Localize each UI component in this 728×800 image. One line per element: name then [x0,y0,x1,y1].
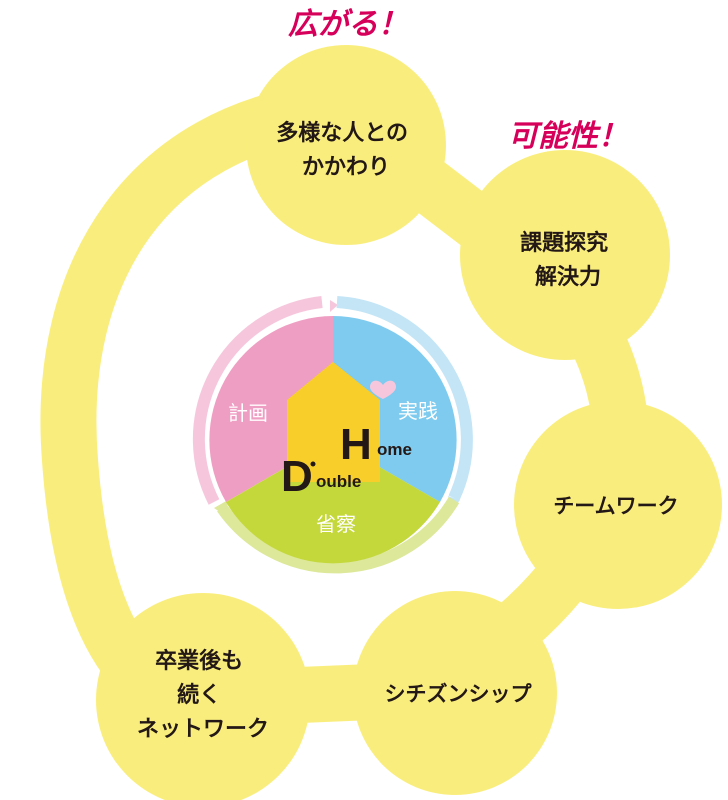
plan-label: 計画 [228,401,268,425]
door-knob-icon [310,461,316,467]
practice-arrow-arc [336,296,473,501]
node-network: 卒業後も 続く ネットワーク [96,593,310,800]
node-citizenship-label: シチズンシップ [385,682,533,706]
practice-label: 実践 [398,399,438,423]
svg-text:卒業後も 続く ネットワーク: 卒業後も 続く ネットワーク [137,648,269,742]
plan-arrow-arc [192,296,323,505]
node-problem-solving-line2: 解決力 [535,264,601,290]
node-network-line2: 続く [177,682,221,708]
logo-ouble: ouble [316,472,361,491]
tag-spread: 広がる！ [288,7,408,42]
svg-text:多様な人との かかわり: 多様な人との かかわり [276,120,415,180]
logo-h: H [340,420,372,469]
node-diverse-people: 多様な人との かかわり [246,45,446,245]
logo-d: D [281,452,313,501]
node-diverse-people-line1: 多様な人との [276,120,408,146]
house-icon [287,362,380,482]
node-network-line1: 卒業後も [155,648,243,674]
node-problem-solving: 課題探究 解決力 [460,150,670,360]
node-teamwork-label: チームワーク [553,494,678,518]
tag-possibility: 可能性！ [508,119,628,154]
reflect-label: 省察 [316,512,356,536]
heart-icon [370,380,396,399]
node-network-line3: ネットワーク [137,717,269,742]
svg-text:課題探究 解決力: 課題探究 解決力 [520,230,616,290]
node-problem-solving-line1: 課題探究 [520,230,608,256]
plan-arrow-head [330,300,338,312]
node-citizenship: シチズンシップ [353,591,557,795]
reflect-arrow-head [214,500,228,516]
node-teamwork: チームワーク [514,401,722,609]
cycle-diagram: 計画 実践 省察 D ouble H ome [192,296,473,574]
reflect-arrow-arc [217,496,460,574]
logo-ome: ome [377,440,412,459]
reflect-segment [226,440,440,564]
node-diverse-people-line2: かかわり [302,155,390,180]
